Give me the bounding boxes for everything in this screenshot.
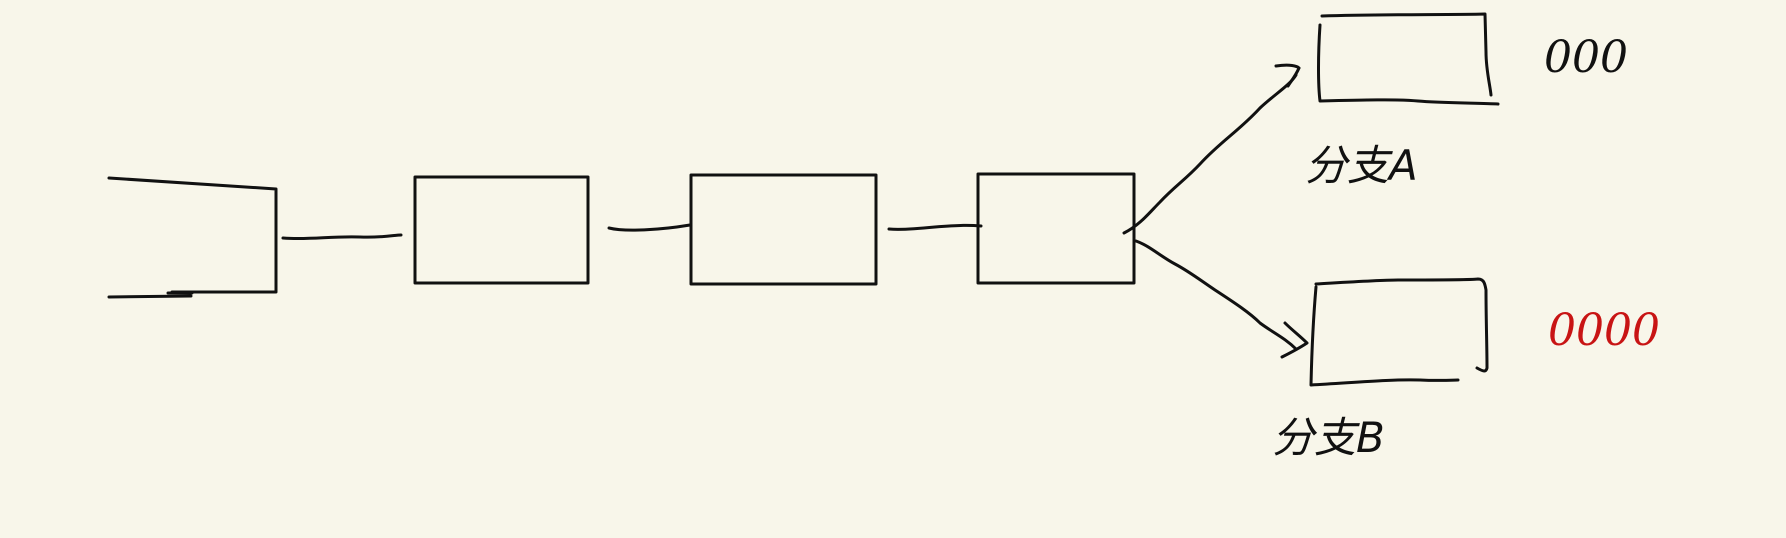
branch-arrow-b [1134, 239, 1298, 351]
node-box-4 [976, 172, 1136, 285]
branch-arrow-a [1122, 73, 1298, 235]
node-box-3 [689, 173, 878, 286]
node-box-b [1309, 277, 1489, 387]
connector-2-3 [607, 223, 692, 232]
node-box-a [1317, 12, 1500, 106]
node-box-1 [107, 176, 278, 299]
branch-a-label: 分支A [1305, 141, 1418, 190]
branch-b-label: 分支B [1272, 413, 1385, 462]
connector-3-4 [887, 223, 983, 231]
connector-1-2 [281, 233, 403, 241]
branch-arrow-a-head [1274, 63, 1301, 88]
branch-arrow-b-head [1280, 321, 1309, 359]
branch-a-annotation: 000 [1544, 32, 1628, 83]
branch-b-annotation: 0000 [1548, 305, 1660, 356]
node-box-2 [413, 175, 590, 285]
